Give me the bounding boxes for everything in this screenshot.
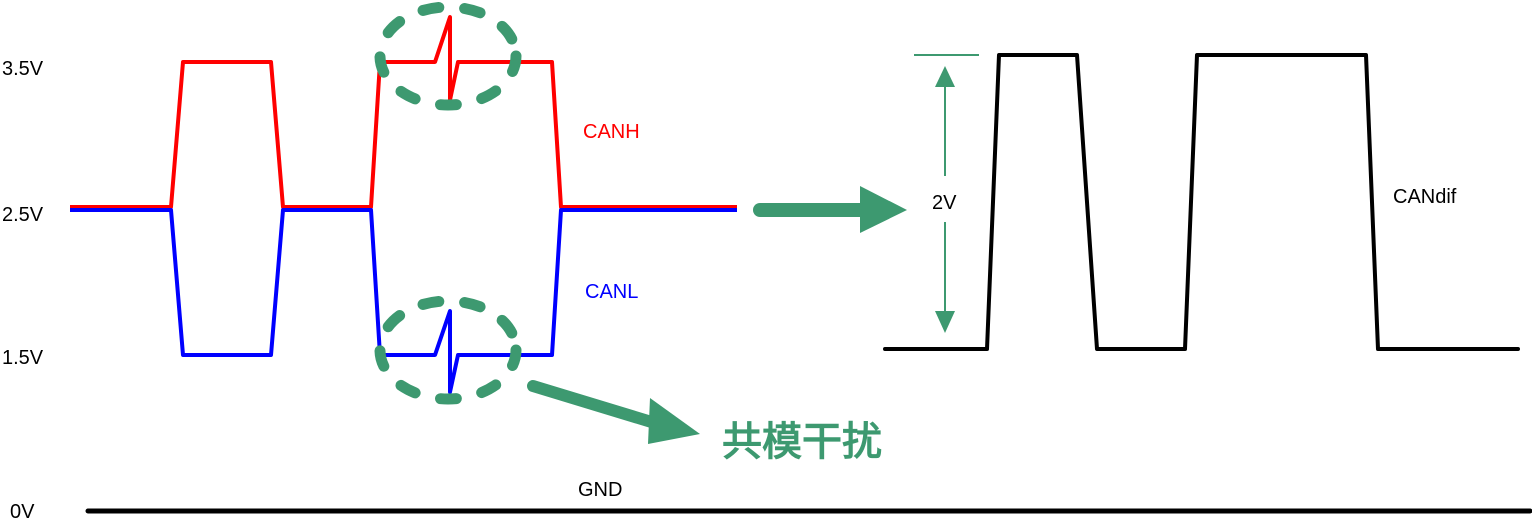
canl-label: CANL — [585, 281, 638, 303]
differential-arrow-head — [860, 186, 907, 233]
level-label-1-5v: 1.5V — [2, 347, 44, 369]
candif-label: CANdif — [1393, 186, 1457, 208]
canh-waveform — [70, 15, 737, 209]
amplitude-label: 2V — [932, 192, 957, 214]
noise-arrow-head — [648, 398, 700, 444]
amplitude-arrow-down-icon — [935, 311, 955, 333]
noise-circle-canh — [374, 1, 522, 111]
gnd-label: GND — [578, 479, 622, 501]
canl-waveform — [70, 208, 737, 394]
candif-waveform — [883, 53, 1520, 351]
noise-arrow-shaft — [527, 380, 664, 430]
canh-label: CANH — [583, 121, 640, 143]
level-label-2-5v: 2.5V — [2, 204, 44, 226]
level-label-3-5v: 3.5V — [2, 58, 44, 80]
amplitude-arrow-up-icon — [935, 66, 955, 87]
level-label-0v: 0V — [10, 501, 35, 523]
noise-label: 共模干扰 — [722, 419, 882, 465]
noise-circle-canl — [374, 295, 522, 405]
